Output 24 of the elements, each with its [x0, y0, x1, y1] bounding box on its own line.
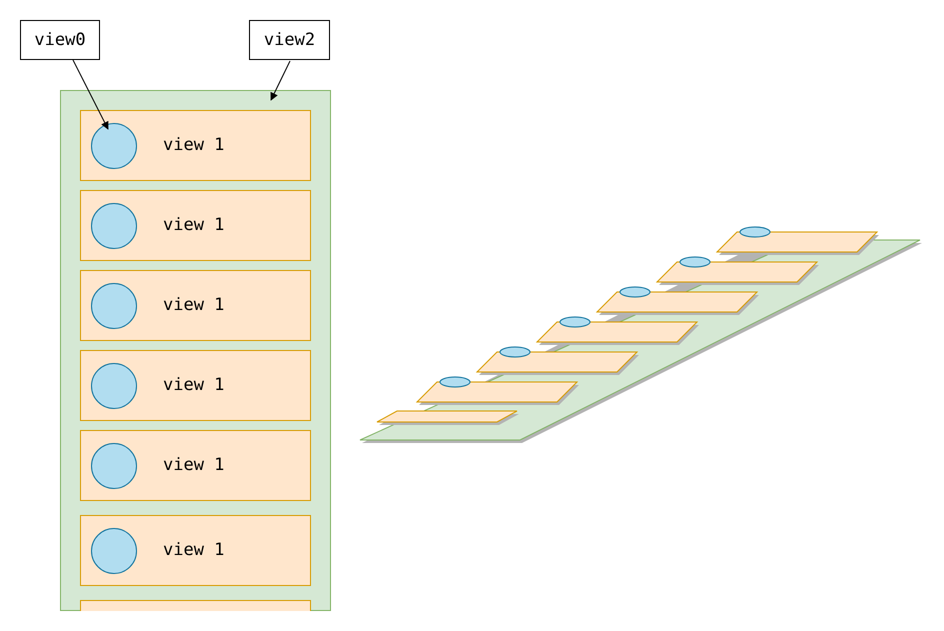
avatar-circle [91, 123, 137, 169]
list-panel [60, 90, 331, 611]
avatar-circle [91, 203, 137, 249]
callout-label: view2 [249, 20, 330, 60]
row-label: view 1 [163, 540, 224, 560]
row-label: view 1 [163, 135, 224, 155]
row-label: view 1 [163, 215, 224, 235]
avatar-circle [91, 443, 137, 489]
callout-label: view0 [20, 20, 100, 60]
list-row [80, 190, 311, 261]
list-row [80, 515, 311, 586]
leader-arrow [270, 60, 290, 101]
row-label: view 1 [163, 295, 224, 315]
leader-arrow [72, 60, 108, 130]
avatar-circle [91, 283, 137, 329]
row-label: view 1 [163, 455, 224, 475]
list-row [80, 430, 311, 501]
avatar-circle [91, 363, 137, 409]
list-row [80, 110, 311, 181]
list-row [80, 270, 311, 341]
avatar-circle [91, 528, 137, 574]
row-label: view 1 [163, 375, 224, 395]
list-row [80, 350, 311, 421]
list-row [80, 600, 311, 611]
